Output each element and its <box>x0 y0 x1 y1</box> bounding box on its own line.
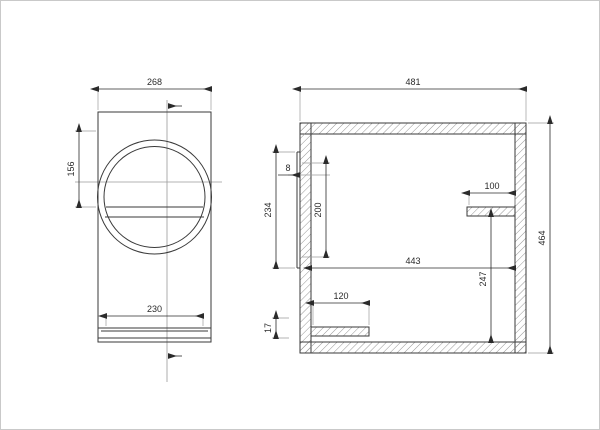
left-shelf <box>310 326 370 337</box>
dimension-100: 100 <box>461 181 516 196</box>
inner-circle <box>103 146 206 248</box>
base-plate <box>97 327 212 339</box>
dimension-464-label: 464 <box>537 230 547 245</box>
bottom-wall <box>299 341 527 354</box>
dimension-156-label: 156 <box>66 161 76 176</box>
front-elevation-view: 268 156 230 <box>66 77 222 382</box>
divider-band <box>105 206 204 218</box>
dimension-17: 17 <box>263 310 279 339</box>
front-body-outline <box>97 111 212 343</box>
dimension-247: 247 <box>478 208 494 343</box>
outer-circle <box>97 139 212 255</box>
front-center-arrows <box>168 103 182 359</box>
left-wall <box>299 122 312 354</box>
dimension-100-label: 100 <box>484 181 499 191</box>
dimension-443: 443 <box>303 256 516 271</box>
dimension-247-label: 247 <box>478 271 488 286</box>
dimension-234: 234 <box>263 144 279 269</box>
dimension-230: 230 <box>98 304 204 319</box>
dimension-8-label: 8 <box>285 163 290 173</box>
right-wall <box>514 122 527 354</box>
dimension-481: 481 <box>292 77 527 92</box>
dimension-17-label: 17 <box>263 323 273 333</box>
dimension-156: 156 <box>66 123 82 208</box>
top-wall <box>299 122 527 135</box>
dimension-234-label: 234 <box>263 202 273 217</box>
section-view: 481 464 234 200 8 443 120 <box>263 77 554 354</box>
dimension-268: 268 <box>90 77 212 92</box>
right-shelf <box>466 206 516 217</box>
left-flange-detail <box>296 151 301 269</box>
dimension-8: 8 <box>278 163 300 178</box>
dimension-481-label: 481 <box>405 77 420 87</box>
dimension-120: 120 <box>305 291 370 306</box>
dimension-200-label: 200 <box>313 202 323 217</box>
dimension-443-label: 443 <box>405 256 420 266</box>
dimension-464: 464 <box>537 115 553 354</box>
dimension-230-label: 230 <box>147 304 162 314</box>
dimension-120-label: 120 <box>333 291 348 301</box>
dimension-200: 200 <box>313 155 329 258</box>
dimension-268-label: 268 <box>147 77 162 87</box>
